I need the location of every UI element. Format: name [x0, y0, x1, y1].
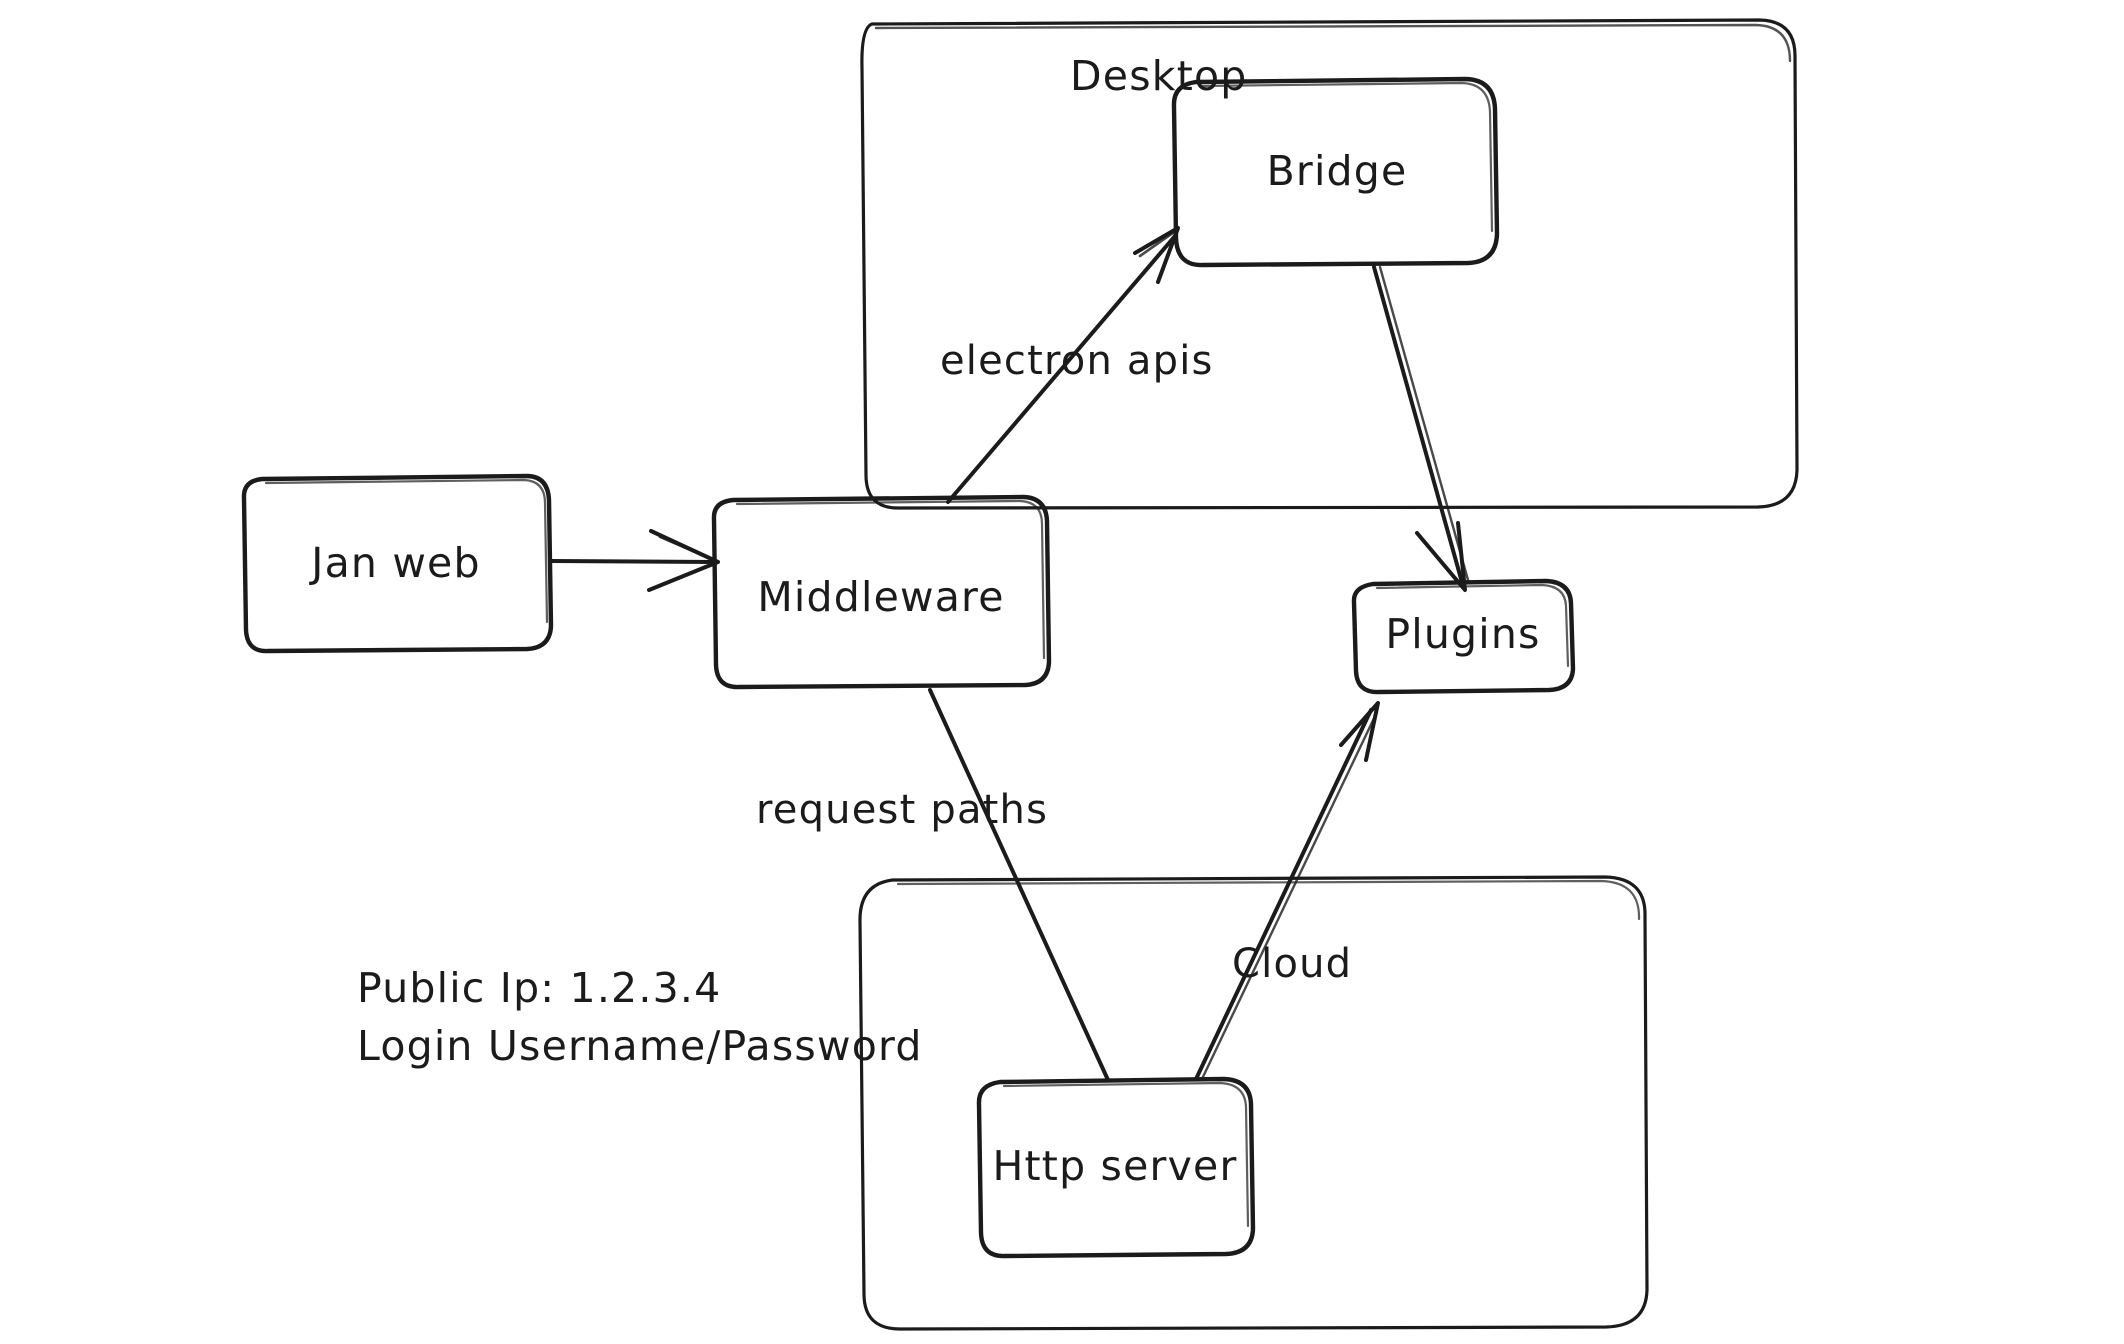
edge-httpserver-plugins-arrowhead — [1339, 701, 1380, 762]
edge-middleware-bridge-line — [946, 234, 1177, 504]
edge-janweb-to-middleware[interactable] — [549, 529, 720, 592]
plugins-label: Plugins — [1385, 610, 1540, 658]
desktop-container-sketch-overstroke — [874, 23, 1792, 63]
middleware-box — [711, 494, 1052, 690]
edge-janweb-middleware-line — [549, 559, 718, 564]
edge-middleware-bridge-arrowhead-overstroke — [1138, 228, 1179, 258]
http-server-label: Http server — [992, 1142, 1237, 1190]
edge-label-request-paths: request paths — [756, 787, 1048, 833]
node-plugins[interactable]: Plugins — [1351, 578, 1576, 695]
edge-middleware-to-httpserver[interactable]: request paths — [756, 688, 1110, 1082]
edge-middleware-httpserver-line — [928, 688, 1110, 1082]
edge-httpserver-plugins-line — [1194, 708, 1373, 1081]
node-http-server[interactable]: Http server — [976, 1076, 1256, 1259]
notes-block: Public Ip: 1.2.3.4 Login Username/Passwo… — [357, 964, 923, 1070]
edge-middleware-to-bridge[interactable]: electron apis — [940, 226, 1214, 504]
node-jan-web[interactable]: Jan web — [241, 473, 554, 654]
group-desktop[interactable]: Desktop — [860, 18, 1799, 510]
edge-label-electron-apis: electron apis — [940, 338, 1214, 384]
http-server-box-overstroke — [1002, 1081, 1250, 1228]
bridge-label: Bridge — [1267, 147, 1408, 195]
edge-httpserver-to-plugins[interactable]: Cloud — [1194, 701, 1380, 1081]
jan-web-box — [241, 473, 554, 654]
jan-web-label: Jan web — [308, 539, 480, 587]
cloud-container-sketch-overstroke — [896, 879, 1641, 921]
jan-web-box-overstroke — [264, 478, 549, 624]
edge-httpserver-plugins-line-overstroke — [1200, 710, 1379, 1081]
plugins-box-overstroke — [1375, 583, 1570, 668]
group-label-desktop: Desktop — [1070, 52, 1248, 100]
edge-janweb-middleware-arrowhead-overstroke — [658, 535, 718, 563]
edge-label-cloud: Cloud — [1232, 941, 1352, 987]
middleware-box-overstroke — [735, 499, 1046, 660]
note-public-ip: Public Ip: 1.2.3.4 — [357, 964, 721, 1012]
bridge-box-overstroke — [1198, 81, 1494, 233]
desktop-container-outline — [860, 18, 1799, 510]
node-bridge[interactable]: Bridge — [1171, 76, 1500, 268]
http-server-box — [976, 1076, 1256, 1259]
edge-janweb-middleware-arrowhead — [647, 529, 720, 592]
cloud-container-outline — [858, 875, 1649, 1331]
group-cloud[interactable] — [858, 875, 1649, 1331]
edge-middleware-bridge-arrowhead — [1133, 226, 1180, 284]
note-login-credentials: Login Username/Password — [357, 1022, 923, 1070]
edge-bridge-to-plugins[interactable] — [1372, 265, 1470, 592]
bridge-box — [1171, 76, 1500, 268]
edge-bridge-plugins-line — [1372, 265, 1465, 588]
plugins-box — [1351, 578, 1576, 695]
node-middleware[interactable]: Middleware — [711, 494, 1052, 690]
middleware-label: Middleware — [757, 573, 1004, 621]
edge-bridge-plugins-line-overstroke — [1378, 265, 1470, 582]
edge-bridge-plugins-arrowhead — [1415, 521, 1467, 592]
